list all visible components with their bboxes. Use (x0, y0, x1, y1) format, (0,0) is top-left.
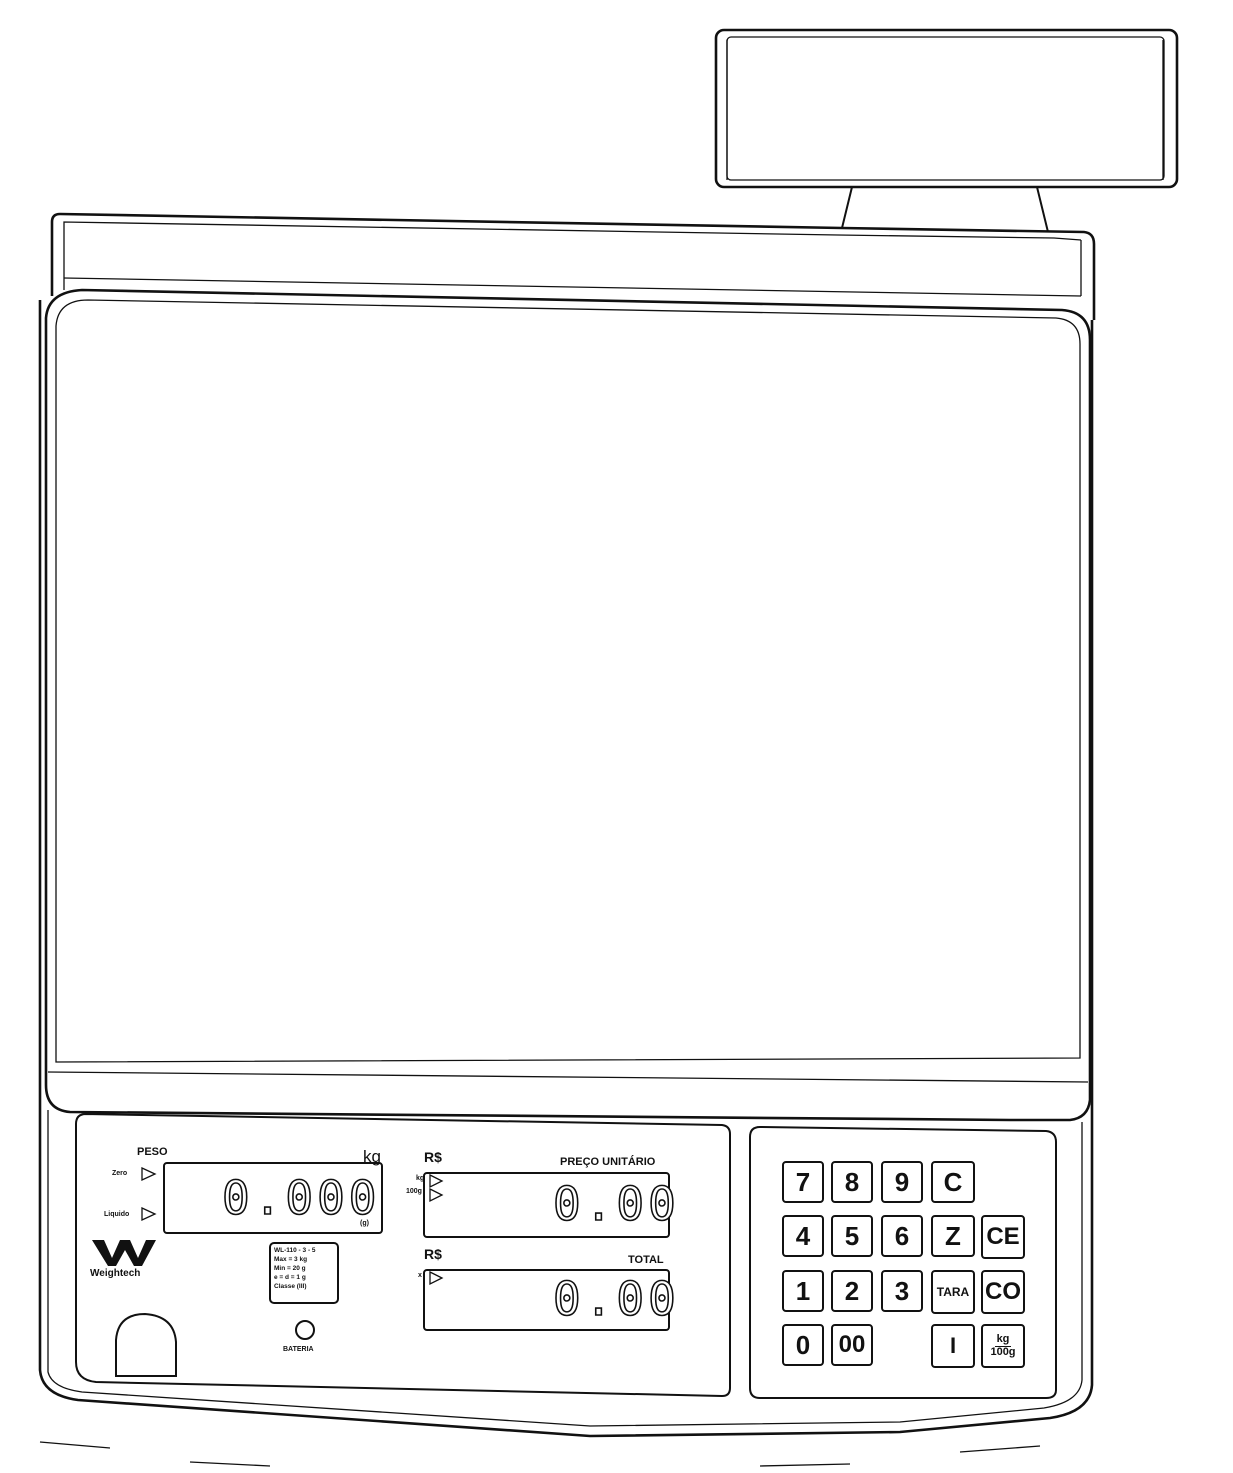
total-indicator-label: x (418, 1272, 422, 1279)
key-8[interactable]: 8 (831, 1161, 873, 1203)
weighing-platter (44, 288, 1092, 1122)
key-label: CO (985, 1278, 1021, 1305)
keypad-panel-frame (749, 1125, 1057, 1399)
total-reading: 0.00 (552, 1272, 680, 1326)
key-label: I (949, 1333, 957, 1358)
key-tare[interactable]: TARA (931, 1270, 975, 1314)
key-4[interactable]: 4 (782, 1215, 824, 1257)
key-label: C (943, 1166, 963, 1197)
key-0[interactable]: 0 (782, 1324, 824, 1366)
unit-toggle-label: kg 100g (990, 1332, 1016, 1358)
key-6[interactable]: 6 (881, 1215, 923, 1257)
zero-indicator-label: Zero (112, 1170, 128, 1177)
key-label: CE (986, 1223, 1020, 1250)
unit-price-display-window (423, 1172, 670, 1238)
seal-line: WL-110 - 3 - 5 (274, 1247, 316, 1254)
key-label: Z (945, 1220, 961, 1251)
weight-sub-unit: (g) (360, 1220, 369, 1227)
unit-toggle-bottom: 100g (990, 1345, 1016, 1358)
weight-panel-title: PESO (137, 1146, 168, 1158)
key-kg-100g[interactable]: kg 100g (981, 1324, 1025, 1368)
front-foot (115, 1312, 177, 1377)
key-label: 9 (894, 1166, 910, 1197)
key-label: TARA (936, 1285, 970, 1299)
key-zero-set[interactable]: Z (931, 1215, 975, 1257)
key-2[interactable]: 2 (831, 1270, 873, 1312)
weight-reading: 0.000 (221, 1171, 381, 1225)
key-label: 5 (844, 1220, 860, 1251)
key-clear-entry[interactable]: CE (981, 1215, 1025, 1259)
key-clear[interactable]: C (931, 1161, 975, 1203)
unit-price-currency: R$ (424, 1149, 442, 1165)
total-currency: R$ (424, 1246, 442, 1262)
seal-line: Classe (III) (274, 1283, 307, 1290)
seal-line: e = d = 1 g (274, 1274, 306, 1281)
battery-led-icon (295, 1320, 315, 1340)
net-indicator-label: Liquido (104, 1211, 130, 1218)
per-100g-indicator-label: 100g (406, 1188, 422, 1195)
key-label: 0 (795, 1329, 811, 1360)
key-label: 00 (838, 1331, 866, 1358)
key-label: 4 (795, 1220, 811, 1251)
weight-unit-label: kg (363, 1147, 381, 1166)
key-label: 6 (894, 1220, 910, 1251)
weight-display-window (141, 1162, 383, 1234)
battery-label: BATERIA (283, 1346, 314, 1353)
key-1[interactable]: 1 (782, 1270, 824, 1312)
key-label: 1 (795, 1275, 811, 1306)
brand-name: Weightech (90, 1268, 141, 1279)
key-co[interactable]: CO (981, 1270, 1025, 1314)
key-00[interactable]: 00 (831, 1324, 873, 1366)
scale-back-rim (50, 212, 1096, 320)
key-i[interactable]: I (931, 1324, 975, 1368)
scale-base (38, 300, 1094, 1438)
total-display-window (423, 1269, 670, 1331)
unit-price-reading: 0.00 (552, 1177, 680, 1231)
key-3[interactable]: 3 (881, 1270, 923, 1312)
total-title: TOTAL (628, 1254, 664, 1266)
display-panel-frame (75, 1112, 731, 1398)
key-7[interactable]: 7 (782, 1161, 824, 1203)
key-9[interactable]: 9 (881, 1161, 923, 1203)
key-label: 3 (894, 1275, 910, 1306)
key-5[interactable]: 5 (831, 1215, 873, 1257)
brand-logo (92, 1240, 156, 1266)
key-label: 7 (795, 1166, 811, 1197)
per-kg-indicator-label: kg (416, 1175, 425, 1182)
approval-seal: WL-110 - 3 - 5 Max = 3 kg Min = 20 g e =… (269, 1242, 339, 1304)
unit-price-title: PREÇO UNITÁRIO (560, 1156, 656, 1168)
seal-line: Min = 20 g (274, 1265, 306, 1272)
key-label: 2 (844, 1275, 860, 1306)
key-label: 8 (844, 1166, 860, 1197)
pole-display (714, 28, 1179, 233)
ground-shadow (39, 1441, 1041, 1467)
unit-toggle-top: kg (994, 1332, 1012, 1347)
seal-line: Max = 3 kg (274, 1256, 308, 1263)
